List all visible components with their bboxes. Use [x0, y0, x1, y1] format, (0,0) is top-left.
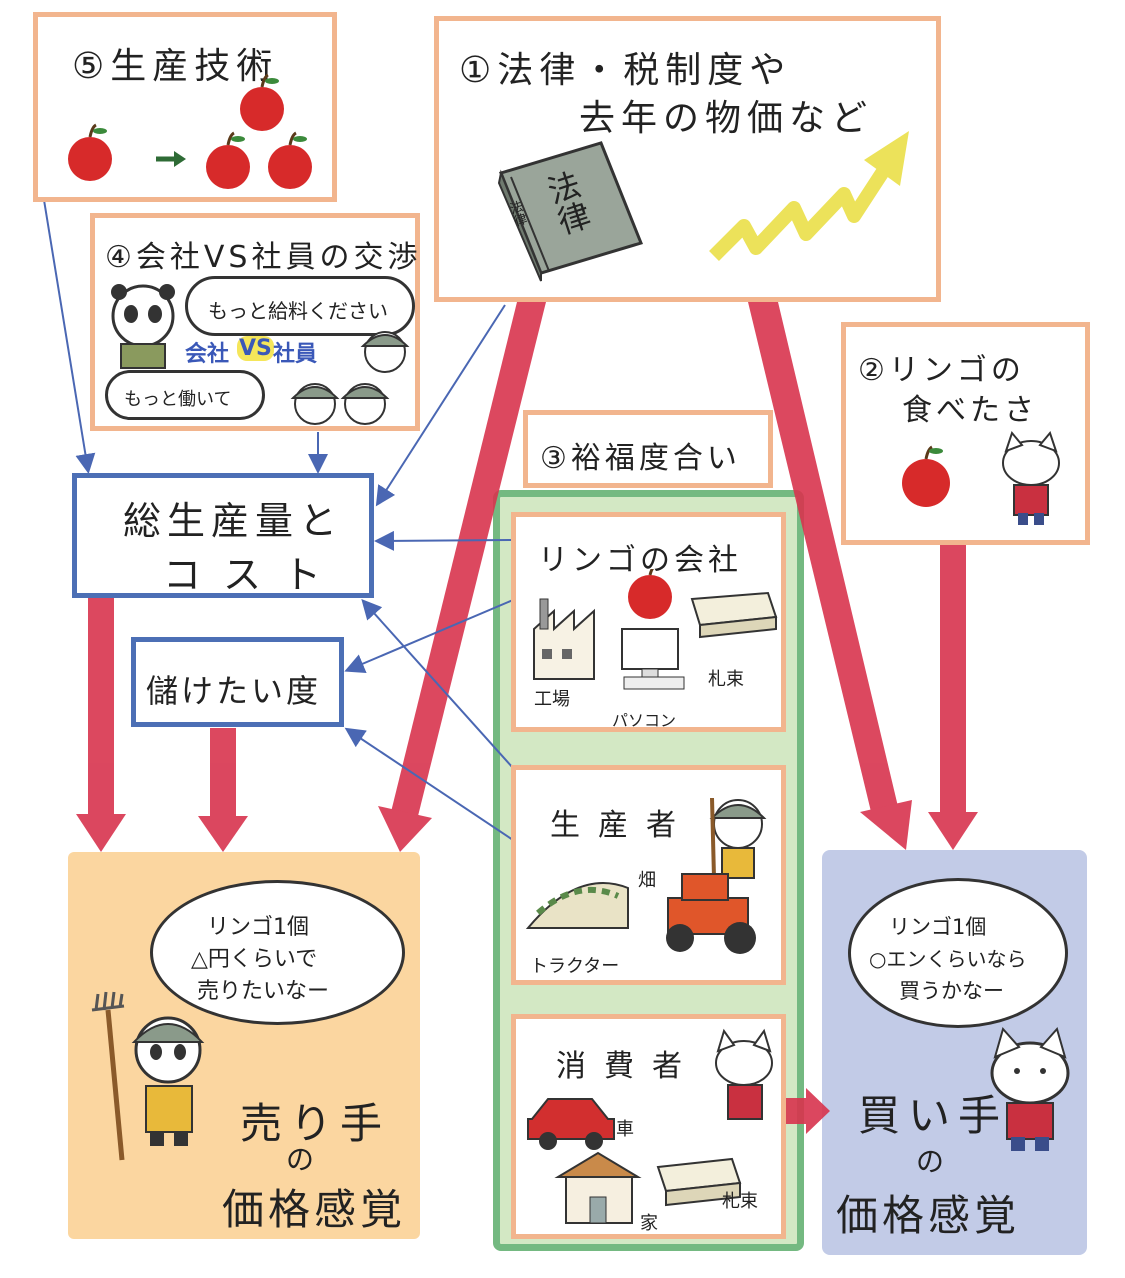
profit-motive-label: 儲けたい度 — [146, 672, 322, 710]
actor-consumer-box: 消費者 車 家 札束 — [511, 1014, 786, 1239]
factor-law-line1: ①法律・税制度や — [459, 50, 792, 91]
vs-label: VS — [237, 336, 274, 361]
apple-multiply-illustration — [68, 73, 312, 189]
vs-label-employee: 社員 — [273, 342, 318, 367]
factor-negotiation-box: ④会社VS社員の交渉 もっと給料ください もっと働いて 会社 VS 社員 — [90, 213, 420, 431]
red-arrow-consumer-to-buyer — [786, 1088, 830, 1134]
actor-company-title: リンゴの会社 — [538, 543, 742, 578]
apple-icon — [240, 73, 284, 131]
rising-prices-arrow-icon — [709, 131, 909, 261]
red-arrow-appetite-to-buyer — [928, 545, 978, 850]
buyer-label-line2: の — [916, 1145, 945, 1178]
apple-icon — [902, 445, 950, 507]
factor-wealth-title: ③裕福度合い — [540, 441, 741, 476]
actor-company-box: リンゴの会社 工場 パソコン 札束 — [511, 512, 786, 732]
seller-bubble-line1: リンゴ1個 — [207, 915, 309, 940]
panda-worker-icon — [290, 383, 340, 425]
buyer-label-line3: 価格感覚 — [836, 1191, 1021, 1240]
actor-consumer-title: 消費者 — [556, 1049, 700, 1084]
buyer-speech-bubble: リンゴ1個 ○エンくらいなら 買うかなー — [848, 878, 1068, 1028]
panda-worker-icon — [340, 383, 390, 425]
label-pc: パソコン — [612, 711, 677, 730]
cat-icon — [1002, 430, 1060, 525]
apple-icon — [628, 569, 672, 619]
bubble-employee-text: もっと給料ください — [208, 299, 388, 323]
producer-illustration — [525, 797, 767, 954]
field-icon — [525, 882, 629, 929]
factor-negotiation-title: ④会社VS社員の交渉 — [105, 240, 422, 275]
arrow-producer-to-profit — [344, 727, 514, 841]
factory-icon — [533, 598, 595, 680]
vs-label-company: 会社 — [185, 342, 230, 367]
label-cash-consumer: 札束 — [722, 1191, 758, 1212]
car-icon — [527, 1098, 615, 1150]
profit-motive-box: 儲けたい度 — [131, 637, 344, 727]
cat-icon — [715, 1028, 773, 1120]
actor-producer-title: 生産者 — [550, 808, 694, 843]
thin-arrows — [43, 199, 514, 841]
panda-boss-icon — [111, 284, 175, 369]
seller-bubble-line3: 売りたいなー — [197, 979, 330, 1004]
buyer-bubble-line1: リンゴ1個 — [889, 915, 987, 939]
arrow-producer-to-production — [361, 599, 514, 769]
production-cost-box: 総生産量と コスト — [72, 473, 374, 598]
consumer-illustration — [527, 1028, 773, 1224]
arrow-tech-to-production — [43, 199, 96, 474]
factor-appetite-box: ②リンゴの 食べたさ — [841, 322, 1090, 545]
arrow-company-to-profit — [344, 599, 514, 673]
label-cash-company: 札束 — [708, 669, 744, 690]
seller-bubble-line2: △円くらいで — [191, 947, 318, 972]
buyer-label-line1: 買い手 — [858, 1091, 1009, 1140]
factor-appetite-line1: ②リンゴの — [858, 353, 1025, 388]
cash-bundle-icon — [690, 591, 778, 639]
arrow-law-to-production — [375, 304, 506, 507]
panda-farmer-icon — [709, 797, 767, 879]
seller-label-line1: 売り手 — [240, 1099, 391, 1148]
label-factory: 工場 — [534, 689, 570, 710]
tractor-icon — [666, 873, 756, 954]
production-cost-line1: 総生産量と — [123, 499, 344, 543]
red-arrow-law-to-buyer — [748, 302, 912, 850]
panda-workers-icon — [290, 331, 410, 425]
factor-wealth-box: ③裕福度合い — [523, 410, 773, 488]
seller-speech-bubble: リンゴ1個 △円くらいで 売りたいなー — [150, 880, 405, 1025]
factor-technology-title: ⑤生産技術 — [72, 46, 279, 87]
arrow-right-icon — [156, 151, 186, 167]
label-field: 畑 — [638, 870, 656, 891]
factor-technology-box: ⑤生産技術 — [33, 12, 337, 202]
panda-worker-icon — [360, 331, 410, 373]
bubble-company-text: もっと働いて — [124, 389, 232, 410]
arrow-company-to-production — [374, 530, 514, 551]
factor-law-line2: 去年の物価など — [579, 98, 874, 139]
label-car: 車 — [616, 1119, 634, 1140]
apple-icon — [68, 123, 112, 181]
actor-producer-box: 生産者 畑 トラクター — [511, 765, 786, 985]
apple-and-cat-illustration — [902, 430, 1060, 525]
red-arrow-profit-to-seller — [198, 728, 248, 852]
factor-appetite-line2: 食べたさ — [902, 393, 1038, 428]
apple-icon — [268, 131, 312, 189]
red-arrow-law-to-seller — [378, 302, 546, 852]
production-cost-line2: コスト — [163, 553, 344, 597]
cash-bundle-icon — [656, 1157, 742, 1207]
label-tractor: トラクター — [530, 956, 620, 977]
speech-bubble-company: もっと働いて — [105, 370, 265, 420]
label-house: 家 — [640, 1213, 658, 1234]
red-arrow-production-to-seller — [76, 598, 126, 852]
law-book-icon — [497, 141, 644, 282]
company-illustration — [533, 569, 778, 690]
buyer-bubble-line3: 買うかなー — [899, 979, 1004, 1003]
seller-label-line2: の — [286, 1143, 315, 1176]
buyer-cat-icon — [990, 1026, 1070, 1151]
computer-icon — [621, 628, 685, 690]
buyer-bubble-line2: ○エンくらいなら — [869, 947, 1027, 971]
factor-law-box: ①法律・税制度や 去年の物価など 法律 法律 — [434, 16, 941, 302]
seller-label-line3: 価格感覚 — [222, 1185, 407, 1234]
seller-panda-farmer-icon — [91, 991, 205, 1161]
speech-bubble-employee: もっと給料ください — [185, 276, 415, 336]
apple-icon — [206, 131, 250, 189]
red-arrows — [76, 302, 978, 1134]
house-icon — [554, 1151, 642, 1224]
